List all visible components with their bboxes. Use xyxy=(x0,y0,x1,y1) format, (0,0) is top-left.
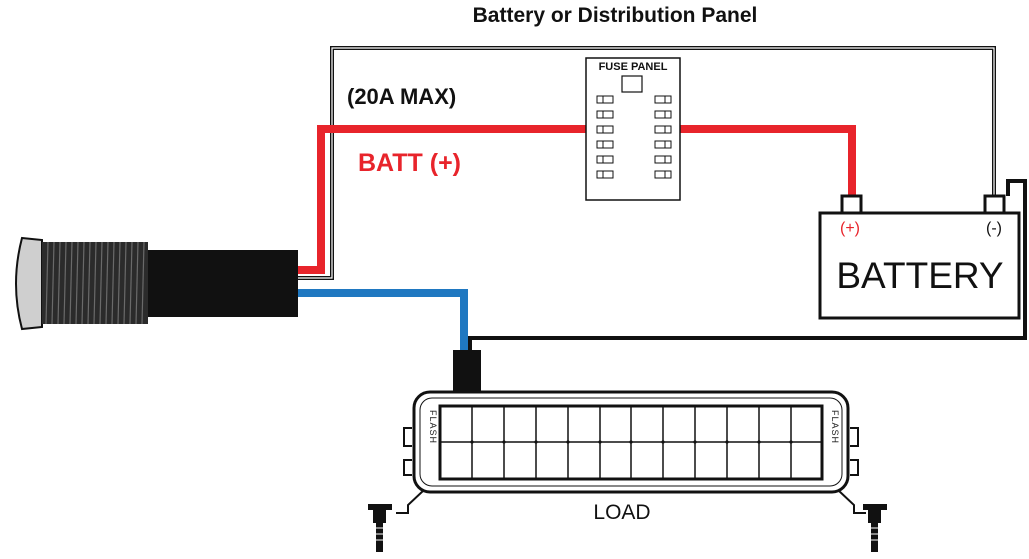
battery-negative-terminal-label: (-) xyxy=(986,220,1002,237)
switch-threads xyxy=(45,241,145,325)
load-connector xyxy=(453,350,481,396)
switch xyxy=(15,236,298,331)
fuse-panel-label: FUSE PANEL xyxy=(599,61,668,73)
positive-wire-label: BATT (+) xyxy=(358,149,461,177)
fuse-slots-right xyxy=(654,95,672,179)
ground-wire xyxy=(298,289,468,352)
battery xyxy=(818,194,1021,320)
fuse-slots-left xyxy=(596,95,614,179)
max-current-label: (20A MAX) xyxy=(347,84,456,109)
lightbar-brand-left: FLASH xyxy=(428,410,438,444)
battery-positive-terminal-label: (+) xyxy=(840,220,860,237)
load-label: LOAD xyxy=(593,501,650,524)
light-bar xyxy=(396,390,866,514)
left-bolt xyxy=(368,504,392,552)
right-bolt xyxy=(863,504,887,552)
lightbar-brand-right: FLASH xyxy=(830,410,840,444)
battery-label: BATTERY xyxy=(836,255,1003,296)
negative-outline-wire-inner xyxy=(298,47,995,279)
diagram-title: Battery or Distribution Panel xyxy=(473,4,758,27)
led-dots xyxy=(470,440,793,444)
return-wire xyxy=(468,179,1027,352)
positive-wire xyxy=(298,125,856,274)
fuse-panel xyxy=(585,57,681,201)
